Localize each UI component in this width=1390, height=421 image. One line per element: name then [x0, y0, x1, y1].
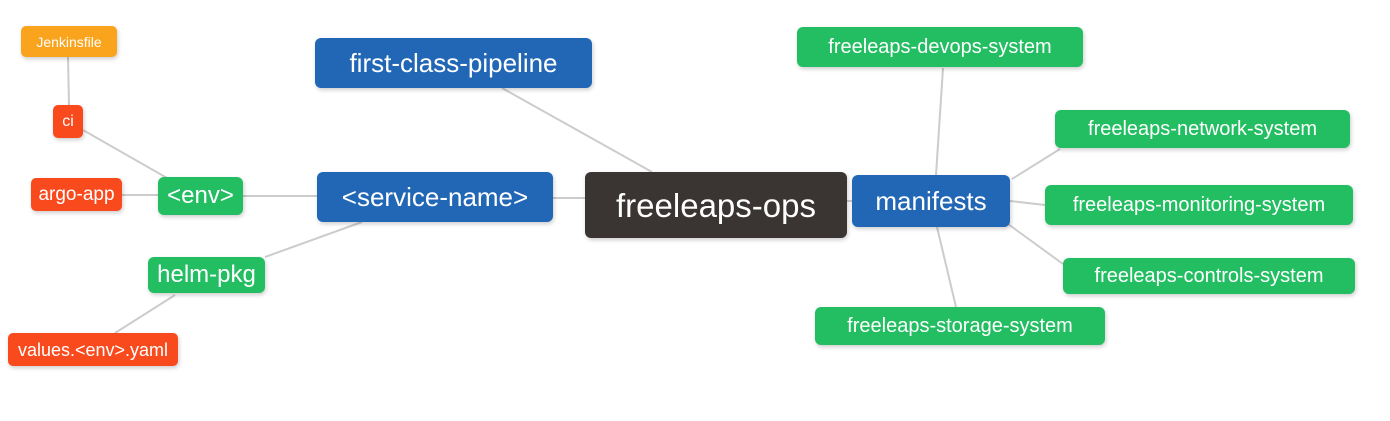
node-env[interactable]: <env>: [158, 177, 243, 215]
edge-manifests-network: [1011, 148, 1061, 180]
node-manifests[interactable]: manifests: [852, 175, 1010, 227]
edge-manifests-storage: [936, 226, 957, 308]
edge-manifests-devops: [935, 67, 944, 176]
node-argo-app[interactable]: argo-app: [31, 178, 122, 211]
edge-manifests-controls: [1007, 223, 1064, 265]
edge-pipeline-freeleaps-ops: [501, 87, 653, 173]
node-storage-system[interactable]: freeleaps-storage-system: [815, 307, 1105, 345]
node-freeleaps-ops[interactable]: freeleaps-ops: [585, 172, 847, 238]
node-monitoring-system[interactable]: freeleaps-monitoring-system: [1045, 185, 1353, 225]
node-values-env-yaml[interactable]: values.<env>.yaml: [8, 333, 178, 366]
edge-ci-env: [82, 129, 168, 179]
edge-jenkinsfile-ci: [67, 56, 70, 106]
node-devops-system[interactable]: freeleaps-devops-system: [797, 27, 1083, 67]
edge-helm-pkg-service-name: [264, 221, 363, 258]
edge-values-helm-pkg: [114, 294, 176, 334]
edge-manifests-monitoring: [1009, 200, 1046, 206]
node-controls-system[interactable]: freeleaps-controls-system: [1063, 258, 1355, 294]
node-service-name[interactable]: <service-name>: [317, 172, 553, 222]
node-helm-pkg[interactable]: helm-pkg: [148, 257, 265, 293]
node-network-system[interactable]: freeleaps-network-system: [1055, 110, 1350, 148]
node-ci[interactable]: ci: [53, 105, 83, 138]
node-jenkinsfile[interactable]: Jenkinsfile: [21, 26, 117, 57]
node-first-class-pipeline[interactable]: first-class-pipeline: [315, 38, 592, 88]
